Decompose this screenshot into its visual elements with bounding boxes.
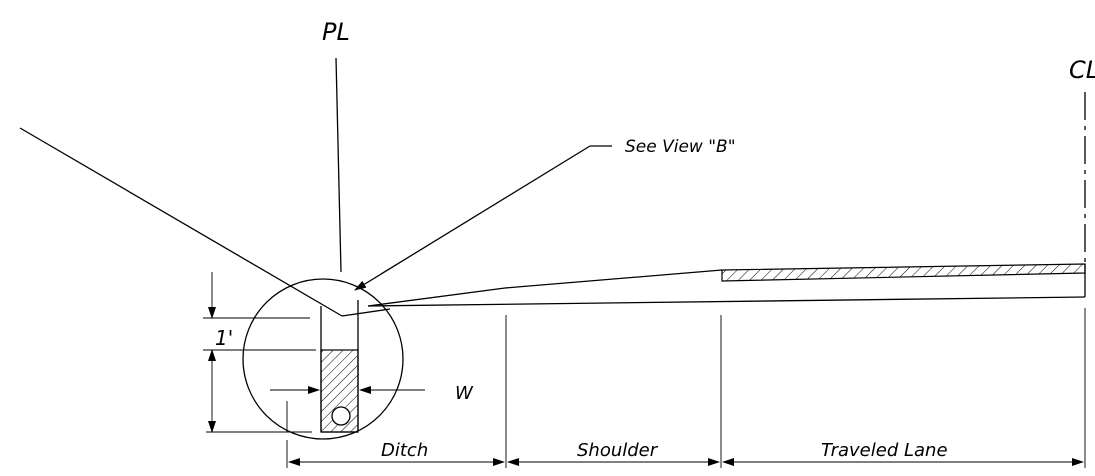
subgrade-line xyxy=(367,296,1086,307)
backslope-line xyxy=(19,127,343,317)
shoulder-top-line xyxy=(367,269,723,307)
drain-pipe xyxy=(331,406,351,426)
shoulder-label: Shoulder xyxy=(577,440,659,461)
width-label: W xyxy=(455,383,474,404)
traveled-lane-label: Traveled Lane xyxy=(821,440,948,461)
see-view-label: See View "B" xyxy=(625,137,736,157)
pavement-section xyxy=(721,263,1086,282)
ditch-bottom-line xyxy=(341,308,391,317)
detail-circle xyxy=(242,278,404,440)
ditch-label: Ditch xyxy=(381,440,428,461)
property-line-marker: PL xyxy=(322,18,350,46)
property-line xyxy=(335,57,342,273)
centerline-marker: CL xyxy=(1069,56,1095,84)
see-view-leader xyxy=(354,145,591,291)
one-foot-label: 1' xyxy=(215,326,233,350)
